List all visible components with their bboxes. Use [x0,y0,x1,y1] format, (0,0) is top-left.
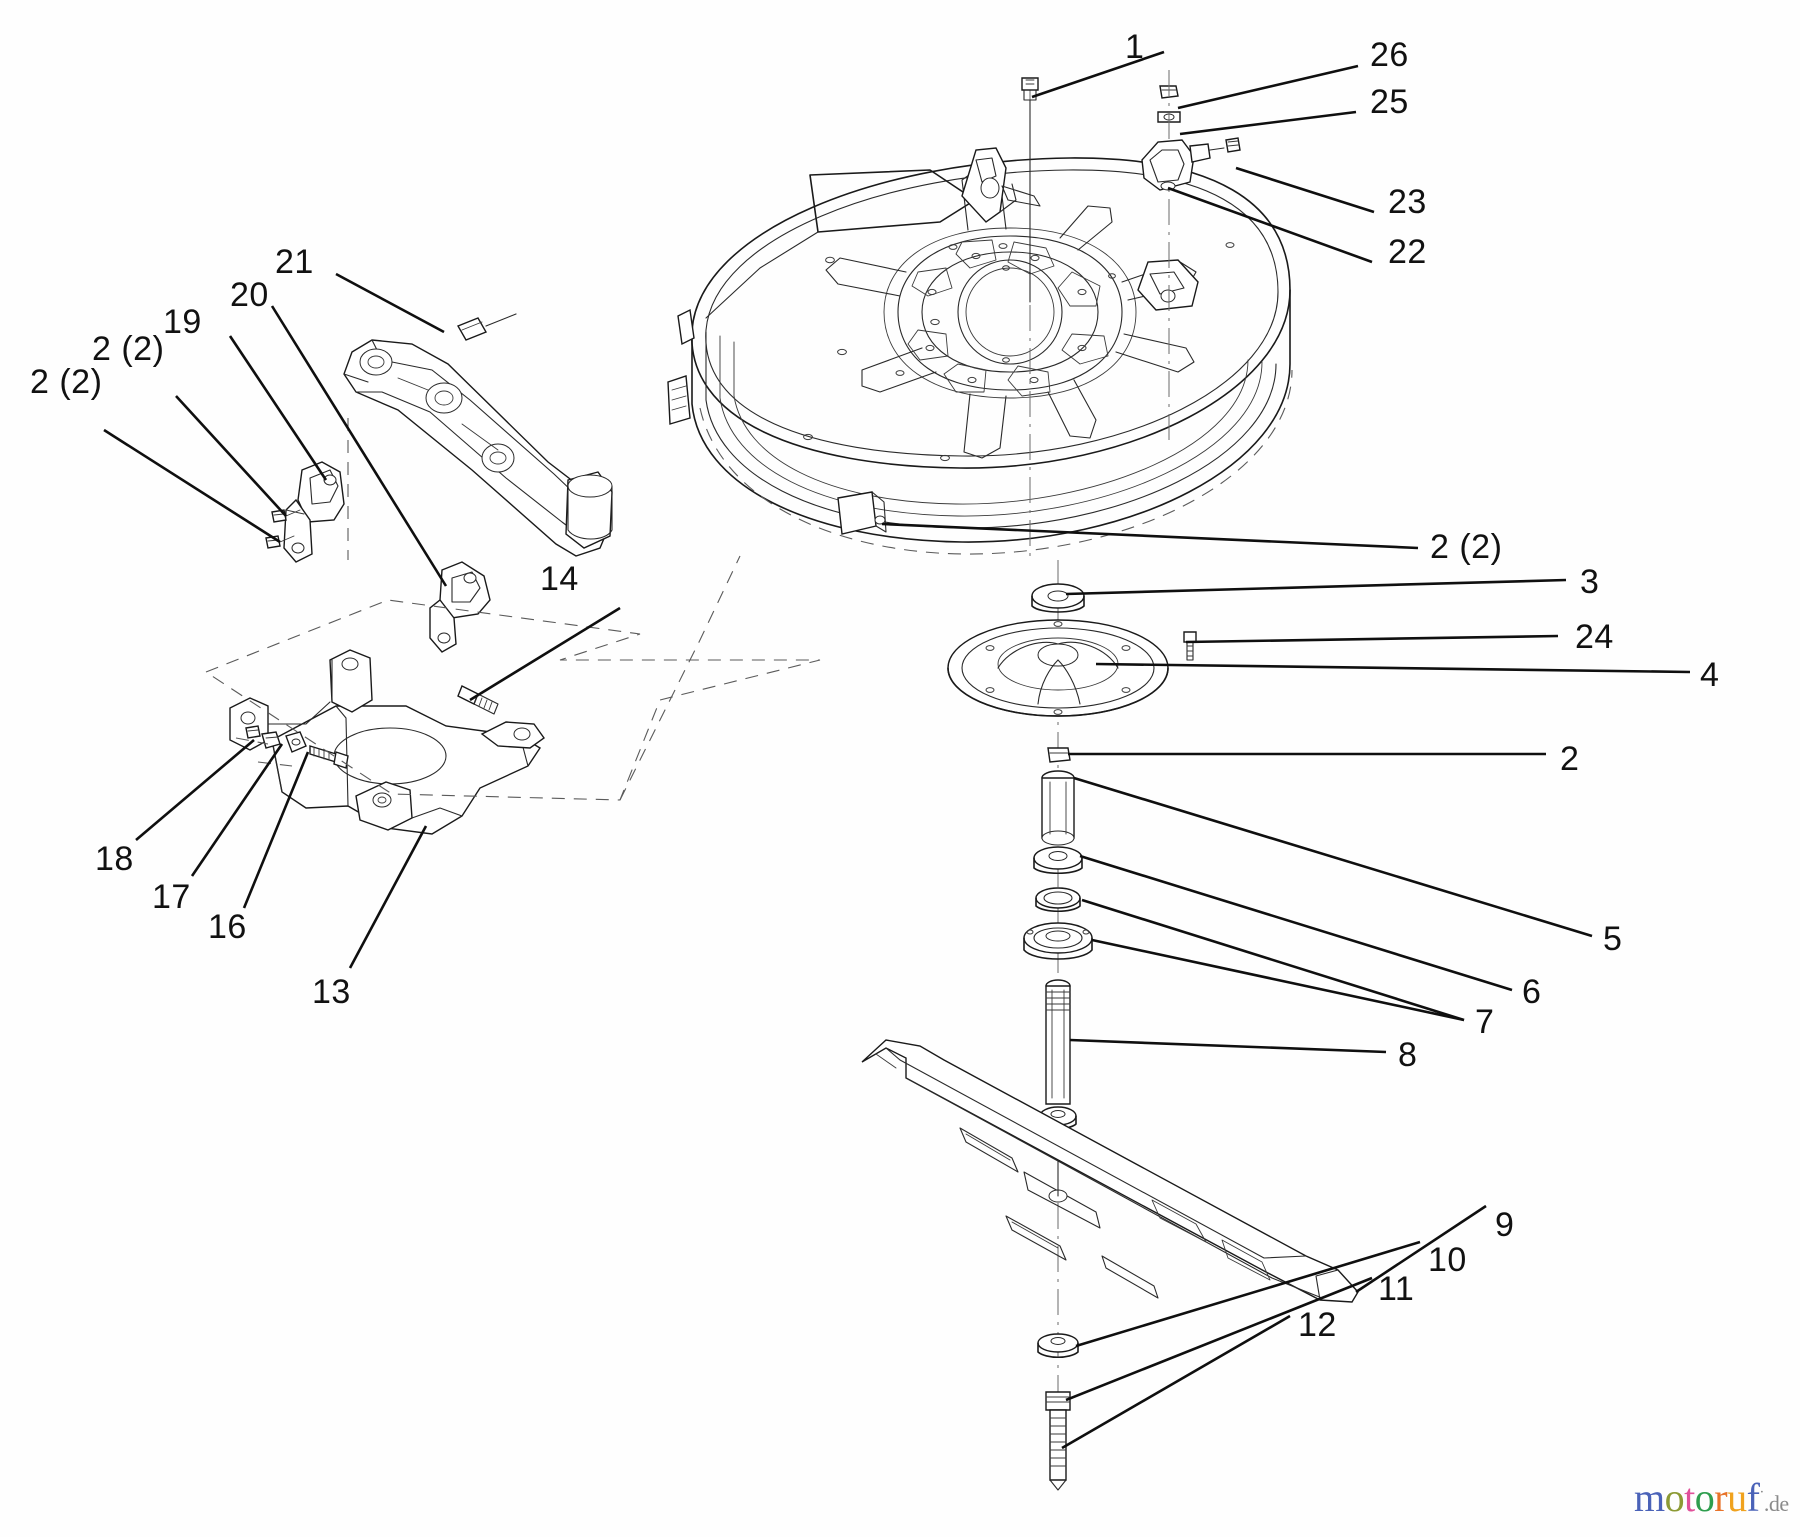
part-7b-bearing-housing [1023,922,1093,960]
part-10-washer [1037,1333,1079,1359]
part-14-screw [457,685,499,715]
callout-2-a: 2 (2) [92,330,165,368]
spindle-fastener-stack [947,70,1241,1130]
assembly-projection-lines [205,418,821,801]
callout-5: 5 [1603,920,1623,958]
callout-24: 24 [1575,618,1614,656]
wm-letter-m: m [1634,1475,1665,1520]
callout-26: 26 [1370,36,1409,74]
callout-9: 9 [1495,1206,1515,1244]
callout-1: 1 [1125,28,1145,66]
wm-letter-r: r [1714,1475,1728,1520]
callout-2-c: 2 (2) [1430,528,1503,566]
part-9-blade [861,1039,1359,1303]
wm-registered-mark: · [1759,1484,1764,1501]
part-12-blade-bolt [1045,1391,1071,1491]
wm-letter-o1: o [1664,1475,1685,1520]
mower-deck-housing [667,147,1293,555]
wm-letter-t: t [1684,1475,1695,1520]
callout-17: 17 [152,878,191,916]
callout-23: 23 [1388,183,1427,221]
part-2-nuts-left [265,509,287,549]
deck-hanger-bracket-right [1137,259,1199,311]
callout-3: 3 [1580,563,1600,601]
part-8-spindle-shaft [1039,979,1077,1130]
leader-lines [103,50,1691,1450]
part-6-washer [1033,846,1083,875]
callout-12: 12 [1298,1306,1337,1344]
callout-6: 6 [1522,973,1542,1011]
lift-bracket-lower [429,561,491,653]
wm-letter-u: u [1727,1475,1747,1520]
part-23-roller-pin [1225,137,1241,153]
callout-10: 10 [1428,1241,1467,1279]
part-24-screw [1183,631,1197,661]
callout-4: 4 [1700,656,1720,694]
part-22-roller-bracket [1141,139,1225,191]
wm-suffix: .de [1763,1491,1789,1516]
callout-11: 11 [1378,1270,1415,1308]
part-4-spindle-housing [947,619,1169,717]
mower-blade-assembly [861,1039,1359,1491]
callout-2-d: 2 [1560,740,1580,778]
callout-14: 14 [540,560,579,598]
deck-spindle-plate [825,169,1197,459]
callout-16: 16 [208,908,247,946]
part-1-bolt [1021,77,1039,303]
part-21-rod [456,313,517,341]
callout-19: 19 [163,303,202,341]
callout-25: 25 [1370,83,1409,121]
callout-22: 22 [1388,233,1427,271]
lift-bracket-upper [283,461,345,563]
callout-8: 8 [1398,1036,1418,1074]
lift-arm-assembly [343,313,613,557]
part-7-bearing [1035,887,1081,913]
part-3-washer [1031,583,1085,613]
deck-bottom-bracket [837,491,887,535]
part-16-17-18-fasteners [245,725,349,769]
wm-letter-o2: o [1694,1475,1715,1520]
callout-2-b: 2 (2) [30,363,103,401]
callout-18: 18 [95,840,134,878]
deck-hanger-bracket-left [961,147,1041,223]
wm-letter-f: f [1746,1475,1760,1520]
callout-13: 13 [312,973,351,1011]
part-5-spacer [1041,770,1075,846]
motoruf-watermark: motoruf·.de [1634,1478,1789,1518]
deck-side-tabs [667,308,695,425]
callout-7: 7 [1475,1003,1495,1041]
callout-20: 20 [230,276,269,314]
deck-support-bracket [229,649,545,835]
part-2-nut [1047,747,1071,763]
callout-21: 21 [275,243,314,281]
